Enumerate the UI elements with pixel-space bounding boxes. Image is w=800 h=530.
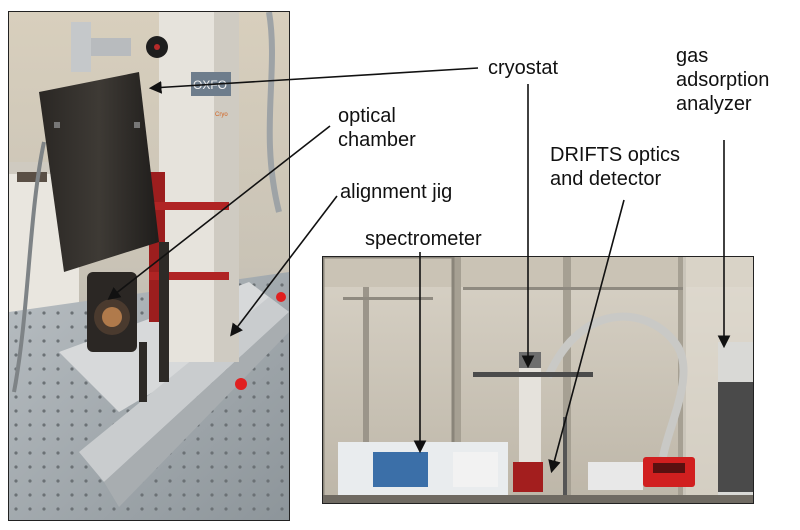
photo-cryostat-closeup: OXFO Cryo xyxy=(8,11,290,521)
label-gas-line1: gas xyxy=(676,45,709,67)
label-optical-line2: chamber xyxy=(338,129,416,151)
photo-lab-setup xyxy=(322,256,754,504)
cryostat-logo: OXFO xyxy=(193,78,227,92)
label-drifts-line1: DRIFTS optics xyxy=(550,144,681,166)
label-drifts-optics: DRIFTS optics and detector xyxy=(550,143,680,191)
label-optical-chamber: optical chamber xyxy=(338,104,416,152)
lab-setup-illustration xyxy=(323,257,753,503)
label-drifts-line2: and detector xyxy=(550,168,662,190)
label-spectrometer: spectrometer xyxy=(365,228,482,250)
label-gas-line2: adsorption xyxy=(676,69,770,91)
label-alignment-jig: alignment jig xyxy=(340,181,453,203)
cryostat-brand: Cryo xyxy=(215,112,228,118)
cryostat-closeup-illustration: OXFO Cryo xyxy=(9,12,289,520)
label-cryostat: cryostat xyxy=(488,57,559,79)
label-optical-line1: optical xyxy=(338,105,396,127)
label-gas-adsorption-analyzer: gas adsorption analyzer xyxy=(676,44,769,116)
label-gas-line3: analyzer xyxy=(676,93,752,115)
